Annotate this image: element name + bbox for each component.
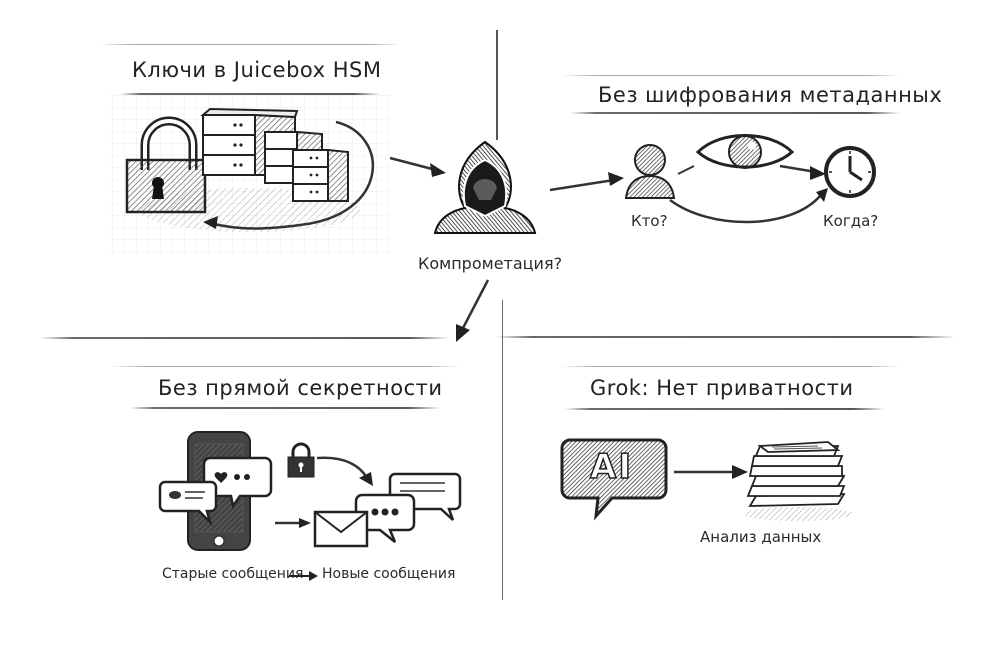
who-label: Кто? [631, 212, 668, 230]
typing-chat-bubble-icon [354, 493, 416, 543]
server-stack-icon [200, 107, 349, 202]
envelope-icon [313, 510, 369, 548]
arrow-hacker-to-who [549, 172, 624, 192]
panel-title-forward-secrecy: Без прямой секретности [158, 376, 443, 400]
old-messages-label: Старые сообщения [162, 566, 304, 582]
arrow-hsm-to-hacker [389, 156, 446, 177]
text-chat-bubble-icon [158, 480, 218, 527]
ai-badge-text: AI [589, 446, 633, 488]
title-rule-top [110, 366, 460, 367]
title-rule-top [560, 366, 900, 367]
heart-chat-bubble-icon [202, 456, 273, 510]
vertical-divider-bottom [502, 300, 503, 600]
cycle-arrow [209, 120, 375, 230]
title-rule-bottom [120, 93, 380, 95]
arrow-ai-to-documents [674, 465, 748, 479]
new-messages-label: Новые сообщения [322, 566, 456, 582]
panel-title-metadata: Без шифрования метаданных [598, 83, 943, 107]
title-rule-top [560, 75, 900, 76]
vertical-divider-top [496, 30, 498, 140]
data-analysis-label: Анализ данных [700, 528, 822, 546]
forward-secrecy-illustration [158, 431, 462, 551]
title-rule-top [100, 44, 400, 45]
compromise-label: Компрометация? [418, 254, 563, 273]
arrow-old-to-new [289, 571, 318, 581]
document-stack-icon [743, 441, 853, 521]
curved-arrow-who-to-when [669, 195, 821, 224]
title-rule-bottom [130, 407, 440, 409]
small-padlock-icon [287, 442, 315, 478]
arrow-hacker-to-bottom-left [456, 279, 490, 342]
title-rule-bottom [565, 408, 885, 410]
eye-icon [695, 134, 795, 169]
ai-chat-bubble-icon [560, 438, 668, 521]
when-label: Когда? [823, 212, 879, 230]
metadata-illustration [624, 134, 876, 224]
panel-title-grok: Grok: Нет приватности [590, 376, 854, 400]
hooded-hacker-icon [433, 140, 537, 234]
panel-title-hsm: Ключи в Juicebox HSM [132, 58, 382, 82]
person-icon [624, 144, 676, 199]
title-rule-bottom [570, 112, 900, 114]
padlock-icon [125, 116, 207, 214]
horizontal-divider-right [495, 336, 955, 338]
horizontal-divider-left [40, 337, 450, 339]
clock-icon [824, 146, 876, 198]
hsm-illustration [110, 95, 390, 255]
